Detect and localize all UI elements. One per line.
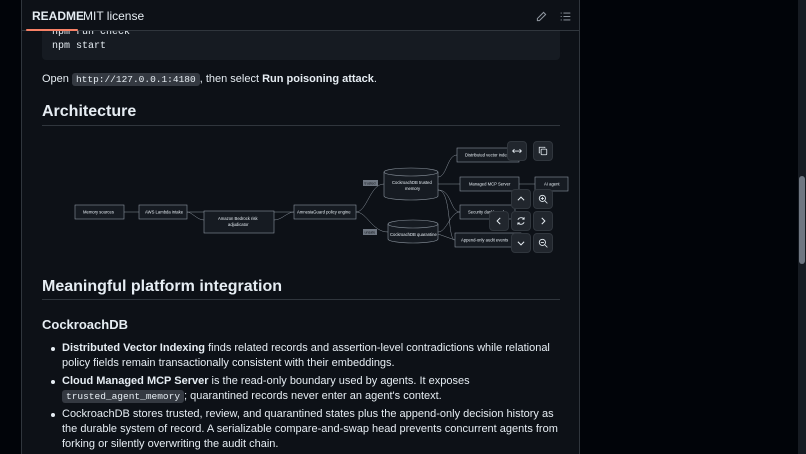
copy-button[interactable] (533, 141, 553, 161)
copy-icon (538, 146, 548, 156)
heading-divider (42, 299, 560, 300)
edge-label-trusted: trusted (363, 180, 378, 186)
pan-down-button[interactable] (511, 233, 531, 253)
edge-quarantine-audit (437, 233, 456, 241)
edge-policy-trusted (355, 183, 385, 213)
local-url: http://127.0.0.1:4180 (71, 73, 200, 86)
svg-text:unsafe: unsafe (365, 230, 376, 234)
readme-panel: README MIT license npm run check npm sta… (21, 0, 580, 454)
svg-text:Managed MCP Server: Managed MCP Server (469, 182, 511, 187)
chevron-up-icon (517, 196, 525, 201)
arrows-horizontal-icon (512, 148, 522, 154)
fullscreen-button[interactable] (507, 141, 527, 161)
chevron-left-icon (496, 217, 501, 225)
svg-text:trusted: trusted (365, 181, 376, 185)
readme-tabbar: README MIT license (22, 0, 579, 31)
zoom-out-button[interactable] (533, 233, 553, 253)
edge-trusted-audit (437, 189, 456, 241)
zoom-out-icon (538, 238, 548, 248)
node-policy-engine: AmnesiaGuard policy engine (293, 204, 357, 220)
svg-text:Security dashboard: Security dashboard (468, 210, 505, 215)
edge-quarantine-dashboard (437, 211, 461, 233)
svg-text:Amazon Bedrock risk: Amazon Bedrock risk (218, 216, 258, 221)
edit-button[interactable] (532, 7, 550, 25)
integration-list: Distributed Vector Indexing finds relate… (42, 341, 562, 454)
node-trusted-memory: CockroachDB trusted memory (383, 167, 439, 201)
node-quarantine: CockroachDB quarantine (387, 219, 439, 244)
edge-policy-quarantine (355, 211, 389, 233)
svg-text:Distributed vector index: Distributed vector index (465, 153, 510, 158)
edge-bedrock-policy (273, 211, 295, 221)
svg-text:memory: memory (405, 186, 421, 191)
outline-button[interactable] (556, 7, 574, 25)
zoom-in-button[interactable] (533, 189, 553, 209)
pencil-icon (536, 11, 546, 21)
edge-label-unsafe: unsafe (363, 229, 377, 235)
zoom-in-icon (538, 194, 548, 204)
integration-heading: Meaningful platform integration (42, 278, 282, 295)
open-instructions: Open http://127.0.0.1:4180, then select … (42, 73, 377, 86)
pan-up-button[interactable] (511, 189, 531, 209)
svg-text:CockroachDB trusted: CockroachDB trusted (392, 180, 432, 185)
node-memory-sources: Memory sources (74, 204, 125, 220)
pan-right-button[interactable] (533, 211, 553, 231)
run-attack-label: Run poisoning attack (262, 73, 374, 85)
svg-text:Append-only audit events: Append-only audit events (461, 238, 508, 243)
cockroachdb-heading: CockroachDB (42, 317, 128, 332)
node-aws-lambda: AWS Lambda intake (138, 204, 188, 220)
reset-icon (517, 217, 525, 225)
code-line: npm start (52, 41, 107, 52)
list-item: Distributed Vector Indexing finds relate… (42, 341, 562, 371)
node-bedrock: Amazon Bedrock risk adjudicator (203, 210, 275, 234)
edge-lambda-bedrock (186, 211, 205, 221)
list-item: Cloud Managed MCP Server is the read-onl… (42, 374, 562, 404)
reset-view-button[interactable] (511, 211, 531, 231)
tab-mit-license[interactable]: MIT license (83, 9, 145, 23)
chevron-right-icon (541, 217, 546, 225)
node-ai-agent: AI agent (534, 176, 569, 192)
svg-text:AmnesiaGuard policy engine: AmnesiaGuard policy engine (297, 210, 351, 215)
list-icon (560, 12, 570, 20)
chevron-down-icon (517, 241, 525, 246)
tab-readme[interactable]: README (32, 9, 85, 23)
architecture-diagram: trusted unsafe Memory sources AWS Lambda… (74, 147, 569, 248)
svg-text:CockroachDB quarantine: CockroachDB quarantine (390, 232, 437, 237)
node-mcp-server: Managed MCP Server (459, 176, 520, 192)
pan-left-button[interactable] (489, 211, 509, 231)
edge-trusted-vector (437, 154, 458, 178)
svg-text:Memory sources: Memory sources (83, 210, 114, 215)
svg-text:AI agent: AI agent (544, 182, 560, 187)
heading-divider (42, 125, 560, 126)
scrollbar-thumb[interactable] (799, 176, 805, 264)
code-line: npm run check (52, 27, 131, 38)
active-tab-indicator (26, 29, 78, 31)
svg-text:AWS Lambda intake: AWS Lambda intake (145, 210, 184, 215)
architecture-heading: Architecture (42, 103, 137, 120)
svg-text:adjudicator: adjudicator (228, 222, 249, 227)
list-item: CockroachDB stores trusted, review, and … (42, 407, 562, 452)
edge-trusted-dashboard (437, 189, 461, 213)
inline-code: trusted_agent_memory (62, 390, 185, 403)
